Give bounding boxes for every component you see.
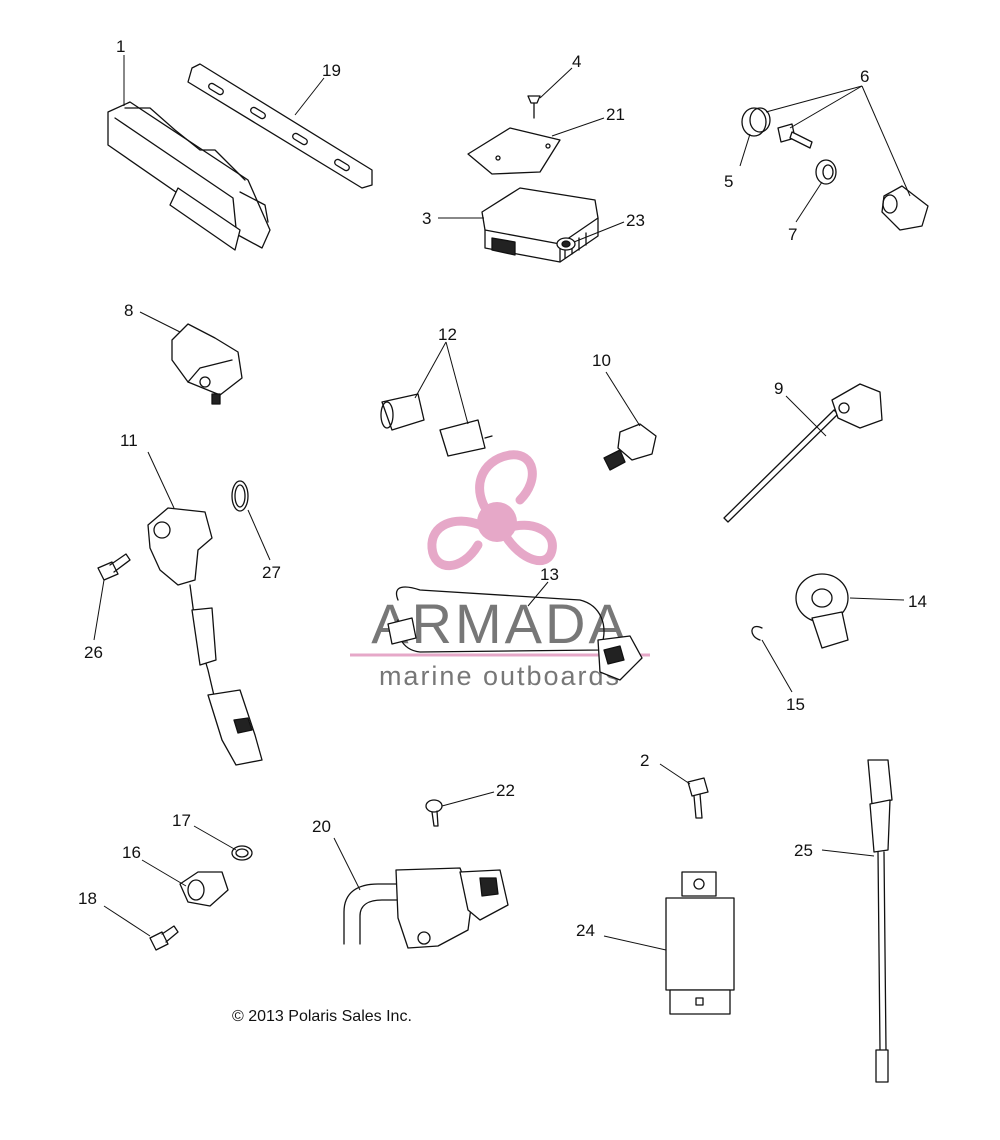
part-12-pin-b <box>439 419 493 457</box>
part-10-sensor <box>603 423 657 471</box>
part-22-screw <box>425 799 443 827</box>
part-3-module <box>481 187 599 263</box>
part-6-key <box>777 123 813 149</box>
part-16-sensor <box>179 871 229 907</box>
callout-6: 6 <box>860 67 869 86</box>
part-14-knock-sensor <box>795 573 849 649</box>
watermark-tagline: marine outboards <box>379 661 621 691</box>
part-18-bolt <box>149 925 179 951</box>
callout-3: 3 <box>422 209 431 228</box>
callout-20: 20 <box>312 817 331 836</box>
callout-24: 24 <box>576 921 595 940</box>
part-4-screw <box>527 95 541 119</box>
part-7-nut <box>815 159 837 185</box>
part-23-nut <box>556 237 576 251</box>
callout-21: 21 <box>606 105 625 124</box>
callout-26: 26 <box>84 643 103 662</box>
callout-23: 23 <box>626 211 645 230</box>
part-13-sensor <box>387 586 643 681</box>
part-2-bolt <box>687 777 709 819</box>
part-20-valve <box>343 867 509 949</box>
callout-labels: 1 19 4 21 3 23 6 5 7 8 12 10 9 11 27 26 … <box>78 37 927 940</box>
callout-19: 19 <box>322 61 341 80</box>
part-1-ecu <box>107 101 271 251</box>
part-24-relay <box>665 871 735 1015</box>
part-27-oring <box>231 480 249 512</box>
callout-27: 27 <box>262 563 281 582</box>
callout-13: 13 <box>540 565 559 584</box>
callout-2: 2 <box>640 751 649 770</box>
part-5-cap <box>741 107 771 137</box>
part-17-oring <box>231 845 253 861</box>
callout-14: 14 <box>908 592 927 611</box>
callout-22: 22 <box>496 781 515 800</box>
part-25-probe <box>867 759 893 1083</box>
callout-4: 4 <box>572 52 581 71</box>
part-6-switch <box>881 185 929 231</box>
callout-9: 9 <box>774 379 783 398</box>
part-19-bracket <box>187 63 373 189</box>
part-21-gasket <box>467 127 561 175</box>
callout-5: 5 <box>724 172 733 191</box>
part-15-clip <box>751 625 763 641</box>
part-8-sensor <box>171 323 243 405</box>
callout-18: 18 <box>78 889 97 908</box>
callout-15: 15 <box>786 695 805 714</box>
callout-17: 17 <box>172 811 191 830</box>
callout-16: 16 <box>122 843 141 862</box>
leader-lines <box>93 55 911 951</box>
callout-25: 25 <box>794 841 813 860</box>
callout-11: 11 <box>120 431 138 450</box>
part-9-probe <box>723 383 883 523</box>
part-26-bolt <box>97 553 131 581</box>
callout-12: 12 <box>438 325 457 344</box>
propeller-icon <box>427 450 557 571</box>
callout-10: 10 <box>592 351 611 370</box>
copyright-notice: © 2013 Polaris Sales Inc. <box>232 1008 412 1025</box>
callout-1: 1 <box>116 37 125 56</box>
part-11-sensor <box>147 507 263 766</box>
callout-8: 8 <box>124 301 133 320</box>
part-12-pin-a <box>380 393 425 431</box>
callout-7: 7 <box>788 225 797 244</box>
